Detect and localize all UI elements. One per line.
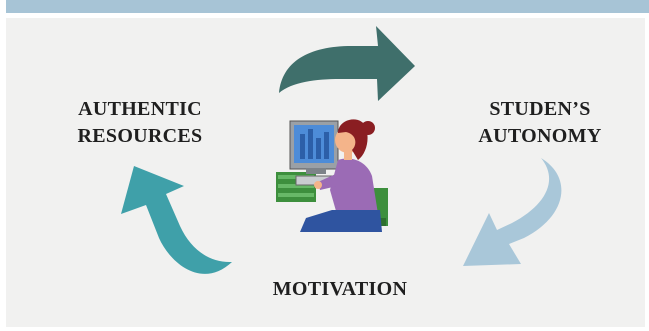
node-authentic-resources: AUTHENTIC RESOURCES: [40, 96, 240, 150]
node-motivation-line1: MOTIVATION: [272, 278, 408, 300]
node-motivation: MOTIVATION: [230, 276, 450, 302]
node-authentic-resources-line2: RESOURCES: [77, 125, 203, 147]
woman-at-computer-clipart: [276, 119, 388, 232]
arrow-authentic-to-autonomy: [279, 26, 415, 101]
arrow-autonomy-to-motivation: [463, 158, 562, 266]
arrow-motivation-to-authentic: [121, 166, 232, 274]
node-authentic-resources-line1: AUTHENTIC: [78, 98, 202, 120]
node-students-autonomy-line2: AUTONOMY: [478, 125, 602, 147]
top-decorative-band: [6, 0, 649, 13]
node-students-autonomy-line1: STUDEN’S: [489, 98, 591, 120]
node-students-autonomy: STUDEN’S AUTONOMY: [450, 96, 630, 150]
